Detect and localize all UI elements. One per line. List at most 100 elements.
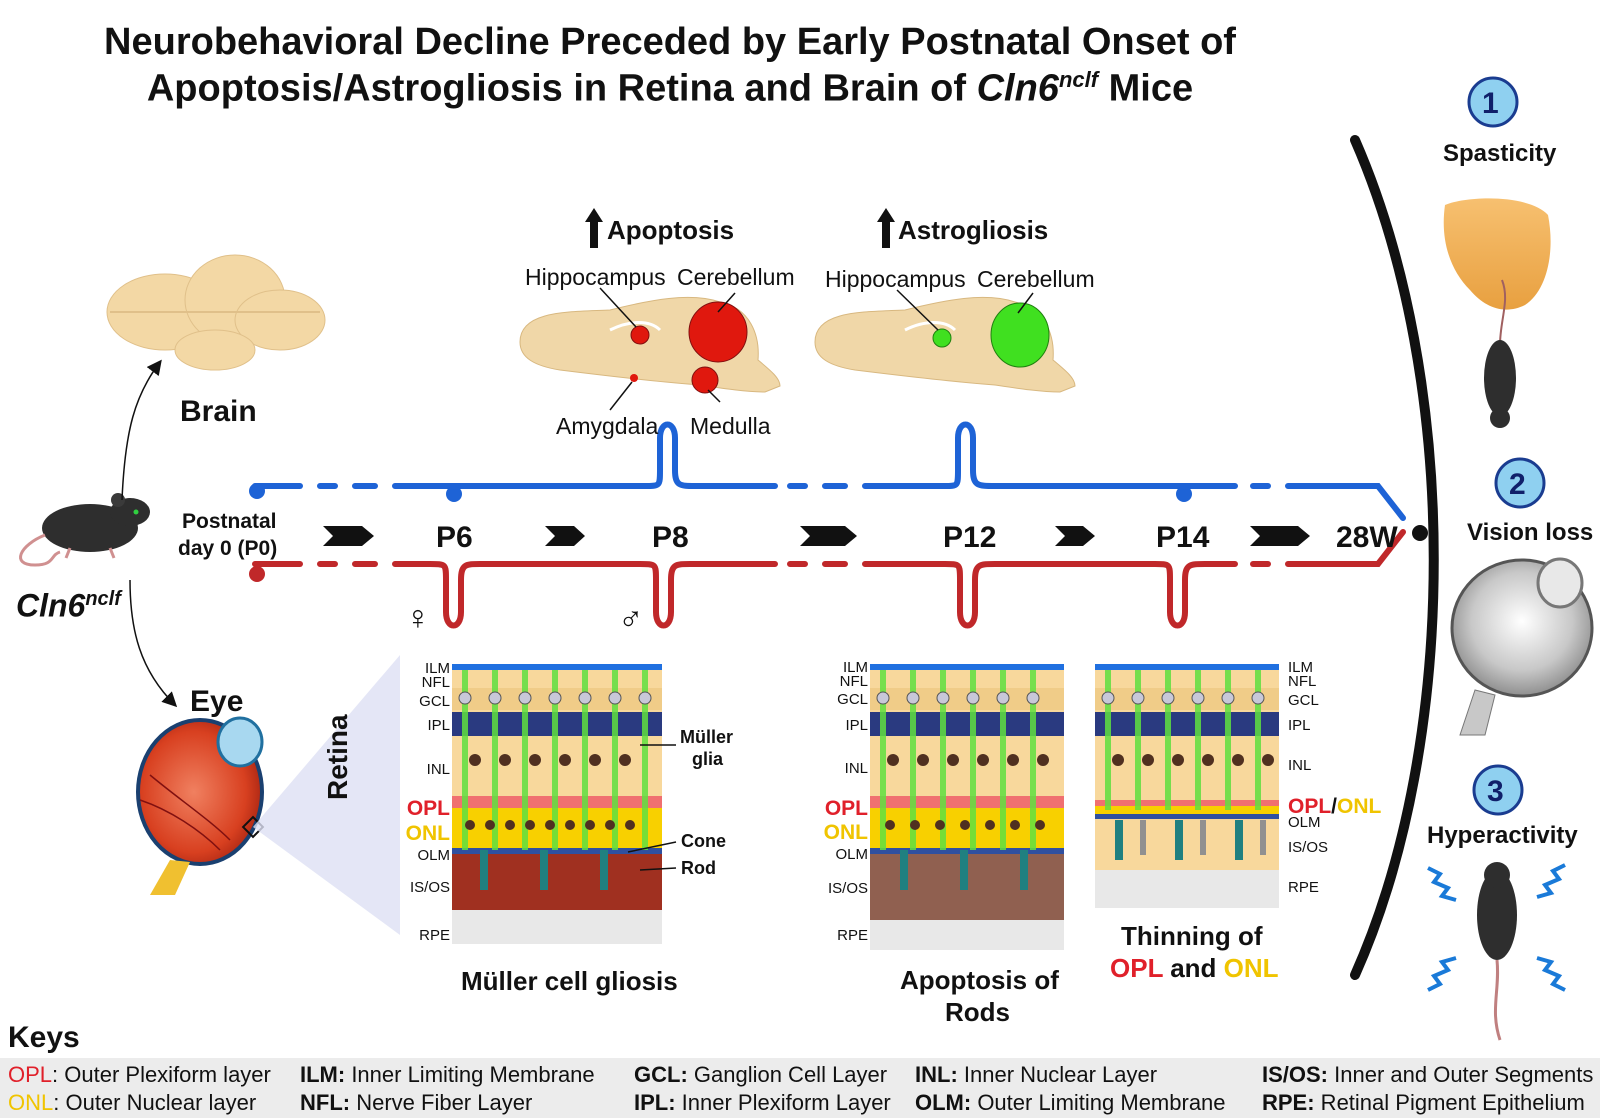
retina3-caption-line2: OPL and ONL — [1110, 954, 1279, 983]
left-mouse-icon — [19, 493, 150, 567]
r2-layer-nfl: NFL — [839, 673, 868, 690]
timeline-p8: P8 — [652, 521, 689, 554]
r2-layer-ipl: IPL — [845, 717, 868, 734]
r3-layer-rpe: RPE — [1288, 879, 1319, 896]
retina-panel-thinning — [1095, 664, 1279, 908]
timeline-blue-line — [252, 421, 1406, 521]
retina3-caption-opl: OPL — [1110, 953, 1163, 983]
retina2-caption-line2: Rods — [945, 997, 1010, 1027]
key-opl: OPL: Outer Plexiform layer — [8, 1062, 271, 1087]
retina2-caption-line1: Apoptosis of — [900, 965, 1059, 995]
apoptosis-amygdala-label: Amygdala — [556, 413, 659, 439]
r2-layer-onl: ONL — [823, 821, 868, 844]
r2-layer-inl: INL — [844, 760, 868, 777]
retina-panel-apoptosis-rods — [870, 664, 1064, 950]
r3-layer-opl: OPL — [1288, 795, 1332, 818]
retina3-caption-line1: Thinning of — [1121, 921, 1263, 951]
r1-layer-onl: ONL — [405, 822, 450, 845]
r3-layer-onl: ONL — [1337, 795, 1382, 818]
astrogliosis-heading: Astrogliosis — [898, 215, 1049, 245]
apoptosis-cerebellum-label: Cerebellum — [677, 264, 795, 290]
rod-label: Rod — [681, 858, 716, 878]
key-olm: OLM: Outer Limiting Membrane — [915, 1090, 1226, 1115]
timeline-red-line — [252, 529, 1406, 629]
keys-heading: Keys — [8, 1021, 80, 1054]
timeline-p14: P14 — [1156, 521, 1210, 554]
outcome-1-number: 1 — [1482, 87, 1499, 120]
timeline-chevrons — [323, 526, 1310, 546]
r2-layer-opl: OPL — [824, 797, 868, 820]
retina-panel-muller-gliosis — [452, 664, 677, 944]
r1-layer-rpe: RPE — [419, 927, 450, 944]
title-line-2-end: Mice — [1098, 67, 1194, 110]
key-onl: ONL: Outer Nuclear layer — [8, 1090, 257, 1115]
brain-label: Brain — [180, 395, 257, 428]
r1-layer-nfl: NFL — [421, 674, 450, 691]
arrow-to-eye — [129, 579, 178, 708]
r3-layer-inl: INL — [1288, 757, 1312, 774]
r3-layer-gcl: GCL — [1288, 692, 1319, 709]
outcome-1-label: Spasticity — [1443, 140, 1557, 167]
timeline-start-dot-red — [249, 566, 265, 582]
key-nfl: NFL: Nerve Fiber Layer — [300, 1090, 533, 1115]
apoptosis-medulla-label: Medulla — [690, 413, 771, 439]
timeline-p6: P6 — [436, 521, 473, 554]
retina1-caption: Müller cell gliosis — [461, 966, 678, 996]
outcome-2-label: Vision loss — [1467, 519, 1594, 546]
r1-layer-olm: OLM — [417, 847, 450, 864]
timeline-start-label-line1: Postnatal — [182, 510, 277, 533]
muller-glia-label-line2: glia — [692, 749, 724, 769]
timeline-p12: P12 — [943, 521, 997, 554]
eye-label: Eye — [190, 685, 244, 718]
r1-layer-gcl: GCL — [419, 693, 450, 710]
r2-layer-ilm: ILM — [842, 659, 868, 676]
title-line-1: Neurobehavioral Decline Preceded by Earl… — [104, 21, 1236, 63]
r2-layer-gcl: GCL — [837, 691, 868, 708]
key-ilm: ILM: Inner Limiting Membrane — [300, 1062, 595, 1087]
title-line-2-text: Apoptosis/Astrogliosis in Retina and Bra… — [146, 67, 977, 110]
timeline-start-label-line2: day 0 (P0) — [178, 537, 278, 560]
eye-anatomy-icon — [136, 716, 265, 895]
outcome-2-number: 2 — [1509, 468, 1526, 501]
brain-sagittal-apoptosis — [519, 287, 781, 411]
key-rpe: RPE: Retinal Pigment Epithelium — [1262, 1090, 1585, 1115]
r2-layer-rpe: RPE — [837, 927, 868, 944]
outcome-3-label: Hyperactivity — [1427, 822, 1578, 849]
retina3-caption-and: and — [1162, 953, 1224, 983]
r3-layer-isos: IS/OS — [1288, 839, 1329, 856]
r3-layer-ilm: ILM — [1288, 659, 1314, 676]
title-gene: Cln6 — [976, 67, 1059, 110]
key-inl: INL: Inner Nuclear Layer — [915, 1062, 1158, 1087]
mouse-gene-superscript: nclf — [85, 588, 121, 610]
key-ipl: IPL: Inner Plexiform Layer — [634, 1090, 891, 1115]
spasticity-illustration — [1443, 198, 1551, 428]
brain-top-view-icon — [106, 254, 326, 371]
r3-layer-opl-onl: OPL/ONL — [1288, 795, 1382, 818]
timeline-end-dot — [1412, 525, 1428, 541]
r1-layer-inl: INL — [426, 761, 450, 778]
brain-sagittal-astrogliosis — [814, 289, 1076, 393]
retina3-caption-onl: ONL — [1223, 953, 1279, 983]
p6-dot — [446, 486, 462, 502]
r1-layer-ipl: IPL — [427, 717, 450, 734]
apoptosis-heading: Apoptosis — [607, 215, 735, 245]
apoptosis-hippocampus-label: Hippocampus — [525, 264, 666, 290]
mouse-genotype-label: Cln6nclf — [16, 588, 121, 624]
r1-layer-opl: OPL — [406, 797, 450, 820]
outcome-badges — [1467, 76, 1546, 816]
timeline-start-dot-blue — [249, 483, 265, 499]
retina-label: Retina — [322, 714, 353, 800]
male-symbol: ♂ — [618, 599, 644, 637]
r3-layer-ipl: IPL — [1288, 717, 1311, 734]
muller-glia-label-line1: Müller — [680, 727, 734, 747]
title-line-2: Apoptosis/Astrogliosis in Retina and Bra… — [0, 67, 1340, 110]
vision-loss-eye-illustration — [1450, 557, 1594, 736]
female-symbol: ♀ — [405, 599, 431, 637]
outcome-3-number: 3 — [1487, 775, 1504, 808]
arrow-to-brain — [121, 359, 162, 501]
p14-dot — [1176, 486, 1192, 502]
r3-layer-olm: OLM — [1288, 814, 1321, 831]
hyperactivity-illustration — [1427, 862, 1566, 1041]
up-arrow-icons — [585, 208, 895, 248]
